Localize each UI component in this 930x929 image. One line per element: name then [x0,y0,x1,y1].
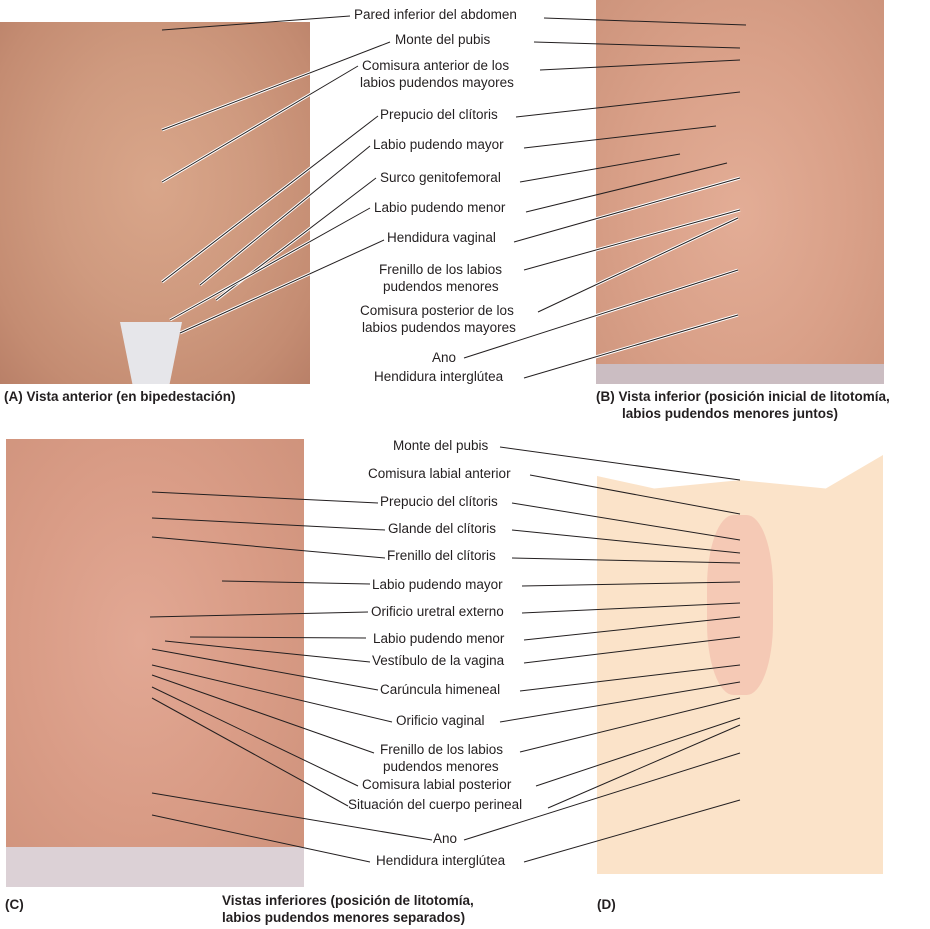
label-surco-genitofemoral: Surco genitofemoral [380,170,501,185]
label-labio-pudendo-mayor: Labio pudendo mayor [373,137,504,152]
label-orificio-vaginal: Orificio vaginal [396,713,485,728]
label-comisura-labial-anterior: Comisura labial anterior [368,466,511,481]
label-ano: Ano [432,350,457,365]
label-d-monte-pubis: Monte del pubis [393,438,489,453]
label-caruncula-himeneal: Carúncula himeneal [380,682,501,697]
label-pared-inferior-abdomen: Pared inferior del abdomen [354,7,517,22]
label-labio-pudendo-menor: Labio pudendo menor [374,200,506,215]
panel-d-central-region [707,515,773,695]
label-c-labio-pudendo-menor: Labio pudendo menor [373,631,505,646]
caption-panel-a: (A) Vista anterior (en bipedestación) [4,389,236,404]
panel-d-illustration [597,455,883,874]
label-comisura-anterior-line2: labios pudendos mayores [360,75,514,90]
label-comisura-anterior-line1: Comisura anterior de los [362,58,510,73]
panel-a-background-region [120,322,182,384]
label-prepucio-clitoris: Prepucio del clítoris [380,107,498,122]
label-glande-clitoris: Glande del clítoris [388,521,497,536]
panel-a-anterior-view [0,22,310,384]
label-orificio-uretral-externo: Orificio uretral externo [371,604,504,619]
label-comisura-posterior-line2: labios pudendos mayores [362,320,516,335]
caption-panel-b-line1: (B) Vista inferior (posición inicial de … [596,389,890,404]
label-monte-pubis: Monte del pubis [395,32,491,47]
label-hendidura-interglutea: Hendidura interglútea [374,369,504,384]
panel-b-inferior-view [596,0,884,384]
label-comisura-posterior-line1: Comisura posterior de los [360,303,514,318]
caption-panel-b-line2: labios pudendos menores juntos) [622,406,839,421]
caption-panel-d: (D) [597,897,616,912]
caption-panel-c: (C) [5,897,24,912]
label-frenillo-labios-line2: pudendos menores [383,279,499,294]
label-frenillo-labios-line1: Frenillo de los labios [379,262,503,277]
label-vestibulo-vagina: Vestíbulo de la vagina [372,653,505,668]
label-situacion-cuerpo-perineal: Situación del cuerpo perineal [348,797,523,812]
caption-shared-line1: Vistas inferiores (posición de litotomía… [222,893,474,908]
label-c-labio-pudendo-mayor: Labio pudendo mayor [372,577,503,592]
panel-c-inferior-view-separated [6,439,304,887]
panel-b-floor [596,364,884,384]
label-c-prepucio-clitoris: Prepucio del clítoris [380,494,498,509]
label-c-frenillo-labios-line2: pudendos menores [383,759,499,774]
label-c-hendidura-interglutea: Hendidura interglútea [376,853,506,868]
caption-shared-line2: labios pudendos menores separados) [222,910,466,925]
label-comisura-labial-posterior: Comisura labial posterior [362,777,512,792]
label-frenillo-clitoris: Frenillo del clítoris [387,548,496,563]
label-c-ano: Ano [433,831,458,846]
label-hendidura-vaginal: Hendidura vaginal [387,230,496,245]
panel-c-floor [6,847,304,887]
label-c-frenillo-labios-line1: Frenillo de los labios [380,742,504,757]
